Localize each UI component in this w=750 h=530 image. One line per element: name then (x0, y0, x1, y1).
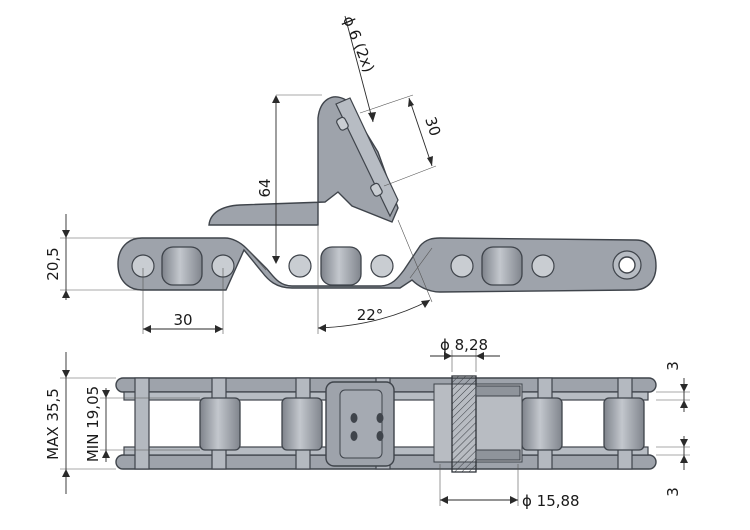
roller-2 (320, 246, 362, 286)
link-joint-2 (409, 247, 433, 279)
block-hole-4 (376, 431, 384, 441)
attachment-block-inner (339, 389, 383, 459)
dim-angle-text: 22° (357, 306, 384, 324)
dim-top-offset: 3 (656, 361, 690, 412)
dim-pitch-text: 30 (173, 311, 192, 329)
side-roller-1 (199, 397, 241, 451)
top-view: 64 ϕ 6 (2x) 30 20,5 (44, 13, 657, 334)
rivet-6 (531, 254, 555, 278)
dim-min-inner-text: MIN 19,05 (84, 386, 102, 462)
roller-1 (161, 246, 203, 286)
rivet-5 (450, 254, 474, 278)
side-roller-2 (281, 397, 323, 451)
flange-hole-1 (336, 116, 349, 131)
block-hole-1 (350, 413, 358, 423)
dim-slot-text: 30 (421, 115, 444, 139)
dim-pitch: 30 (142, 268, 224, 334)
dim-pin-hole-text: ϕ 6 (2x) (339, 13, 378, 75)
end-hole-inner (618, 256, 636, 274)
dim-angle: 22° (317, 219, 433, 334)
dim-min-inner: MIN 19,05 (84, 386, 200, 462)
section-link (433, 383, 523, 463)
dim-height-text: 64 (256, 178, 274, 197)
dim-plate-height: 20,5 (44, 214, 140, 300)
section-pin (451, 375, 477, 473)
rivet-3 (288, 254, 312, 278)
dim-top-offset-text: 3 (664, 361, 682, 371)
dim-bottom-offset: 3 (656, 436, 690, 497)
attachment-flange (335, 97, 399, 218)
dim-pin-diameter-text: ϕ 8,28 (440, 336, 488, 354)
rivet-4 (370, 254, 394, 278)
block-hole-3 (376, 413, 384, 423)
block-hole-2 (350, 431, 358, 441)
dim-bottom-offset-text: 3 (664, 487, 682, 497)
dim-max-width: MAX 35,5 (44, 352, 116, 494)
pin-1 (134, 377, 150, 470)
section-bushing-bottom (475, 449, 521, 461)
section-bushing-top (475, 385, 521, 397)
dim-plate-height-text: 20,5 (44, 247, 62, 280)
dim-pin-diameter: ϕ 8,28 (430, 336, 500, 372)
dim-max-width-text: MAX 35,5 (44, 388, 62, 460)
roller-3 (481, 246, 523, 286)
link-joint-1 (247, 249, 267, 271)
side-roller-3 (521, 397, 563, 451)
side-roller-4 (603, 397, 645, 451)
dim-height: 64 (256, 94, 322, 264)
flange-hole-2 (370, 182, 383, 197)
dim-slot: 30 (359, 94, 444, 187)
dim-roller-diameter: ϕ 15,88 (439, 464, 580, 510)
side-view: ϕ 8,28 ϕ 15,88 MAX 35,5 MIN 1 (44, 336, 690, 510)
dim-roller-diameter-text: ϕ 15,88 (522, 492, 580, 510)
